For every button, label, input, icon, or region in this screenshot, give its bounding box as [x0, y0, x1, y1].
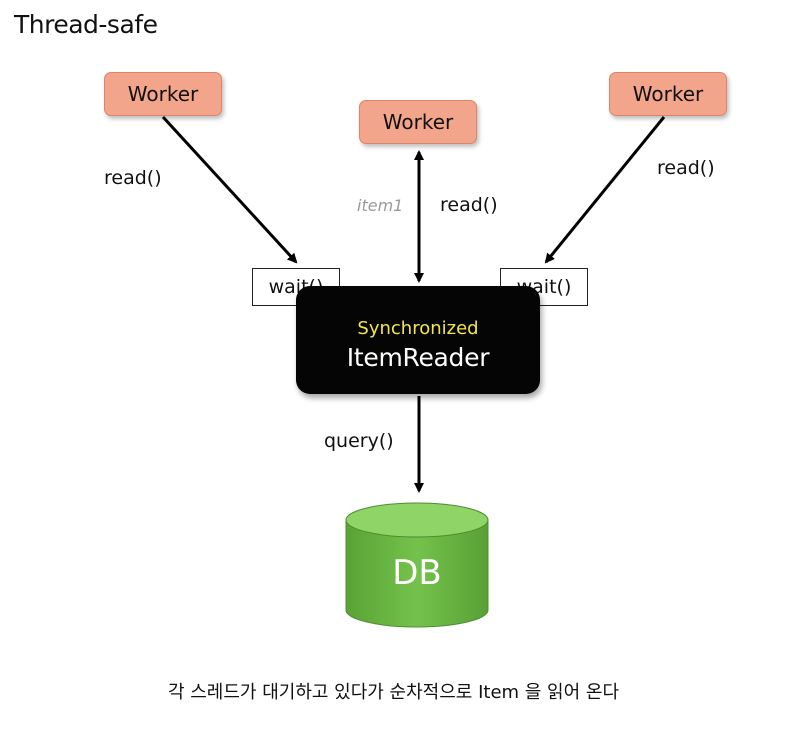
worker-center-label: Worker [382, 110, 454, 134]
left-read-arrow [161, 115, 298, 264]
worker-center: Worker [359, 100, 477, 144]
caption: 각 스레드가 대기하고 있다가 순차적으로 Item 을 읽어 온다 [167, 682, 620, 703]
left-read-label: read() [104, 167, 162, 189]
right-read-label: read() [657, 157, 715, 179]
worker-left-label: Worker [127, 82, 199, 106]
right-read-arrow [544, 116, 666, 264]
reader-modifier: Synchronized [357, 318, 479, 339]
worker-right: Worker [609, 72, 727, 116]
center-read-label: read() [440, 194, 498, 216]
reader-name: ItemReader [346, 343, 490, 372]
worker-left: Worker [104, 72, 222, 116]
worker-right-label: Worker [632, 82, 704, 106]
db-label: DB [392, 553, 442, 593]
synchronized-itemreader: Synchronized ItemReader [296, 286, 540, 394]
db-cylinder [345, 502, 489, 628]
diagram-title: Thread-safe [14, 10, 158, 39]
query-label: query() [324, 430, 394, 452]
item1-label: item1 [357, 196, 404, 215]
